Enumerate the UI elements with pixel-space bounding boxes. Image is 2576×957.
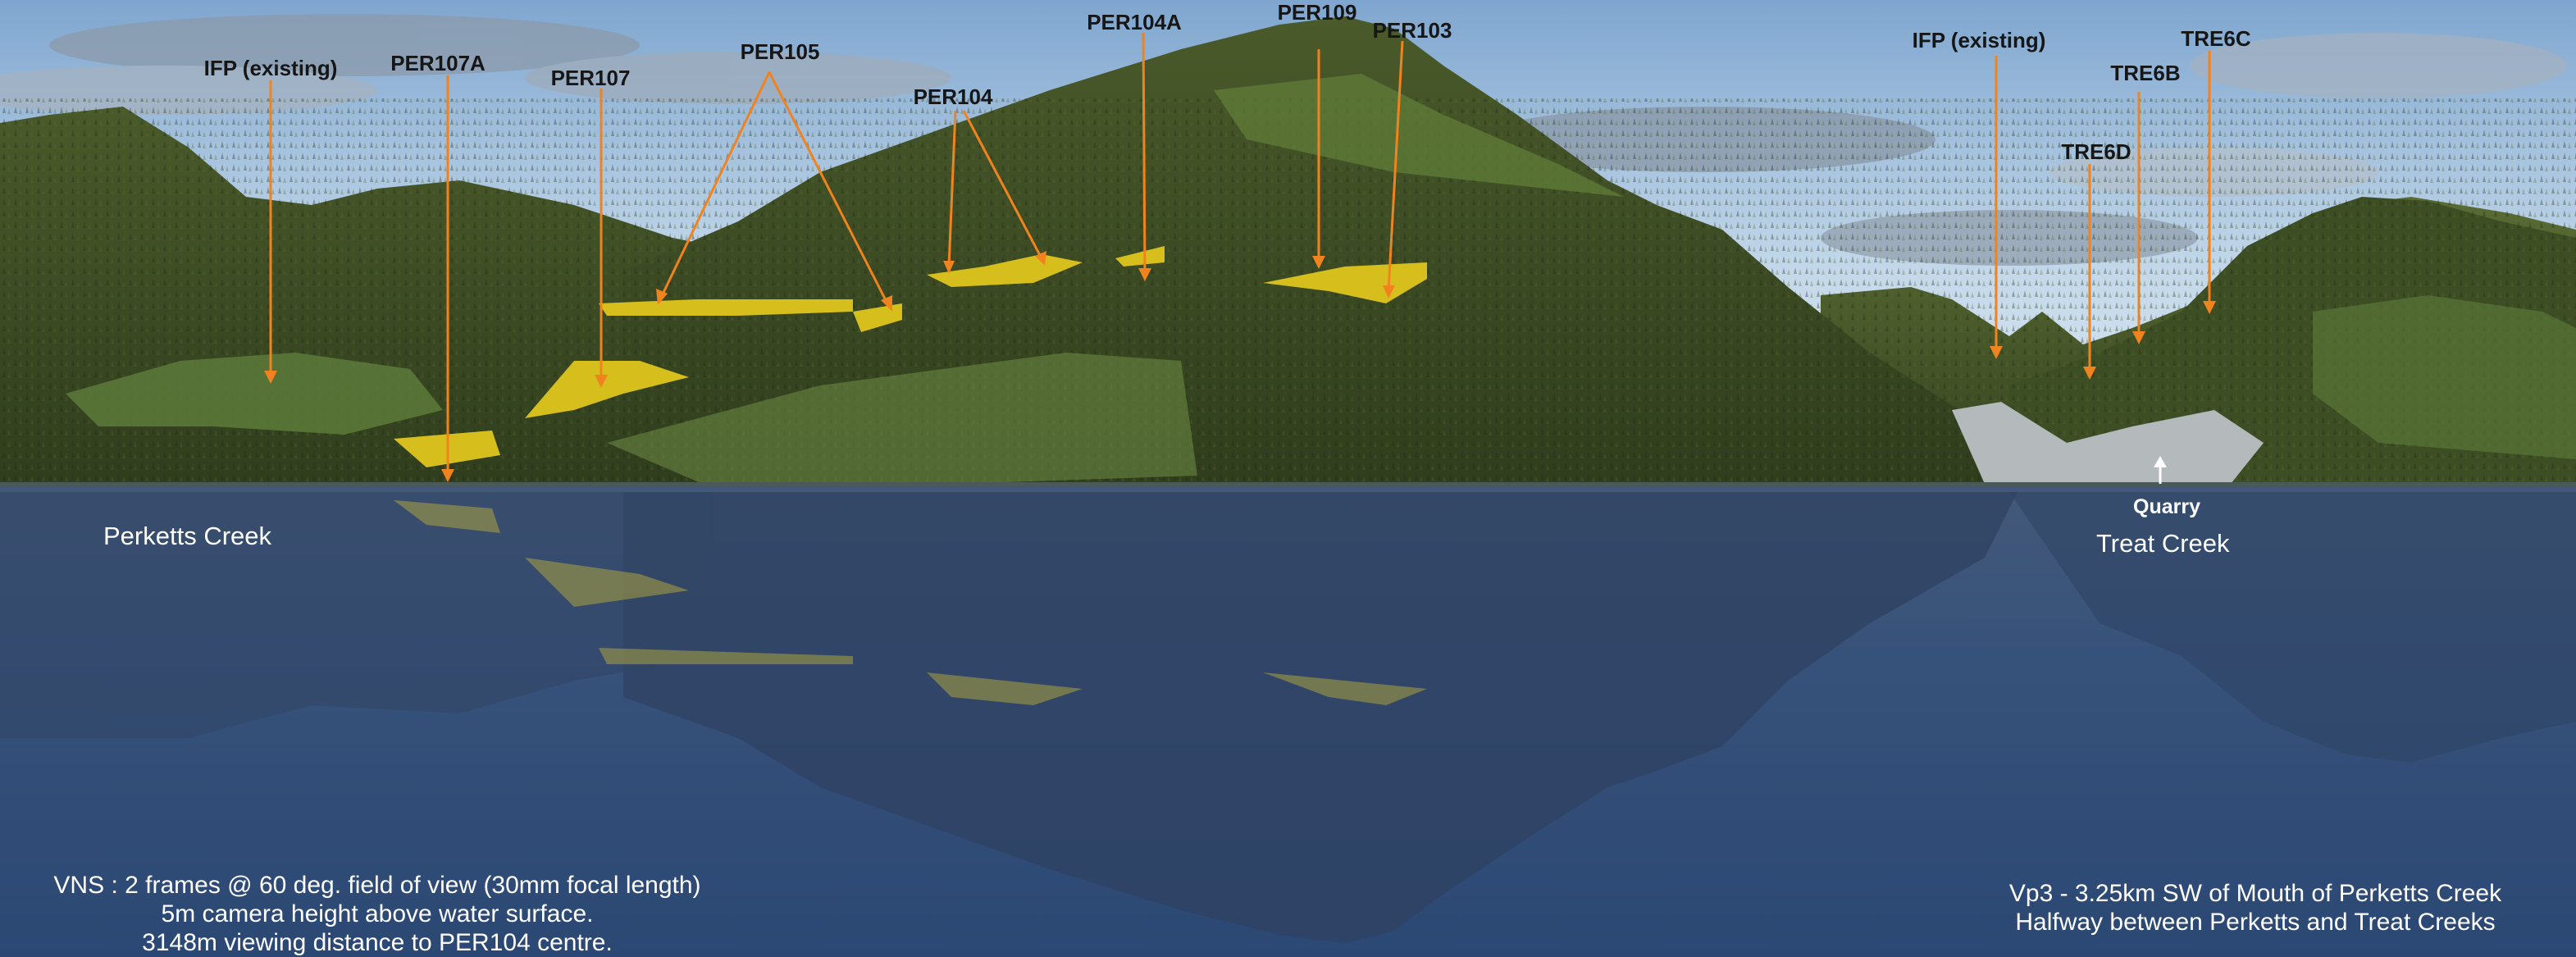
place-perketts-creek: Perketts Creek bbox=[103, 522, 272, 550]
arrow-per104-b bbox=[962, 110, 1043, 259]
area-per107 bbox=[525, 361, 689, 418]
marker-tre6b: TRE6B bbox=[2110, 61, 2181, 85]
reflection-highlights bbox=[394, 500, 1427, 705]
reflection-mountain-east bbox=[2009, 492, 2576, 763]
marker-per107: PER107 bbox=[550, 66, 631, 90]
meadow-upper bbox=[1214, 74, 1624, 197]
arrow-per103 bbox=[1387, 40, 1404, 292]
marker-ifp-existing-east: IFP (existing) bbox=[1912, 28, 2046, 52]
arrow-per104-a bbox=[947, 110, 957, 267]
meadow-middle bbox=[607, 353, 1197, 492]
caption-camera-line2: 5m camera height above water surface. bbox=[161, 900, 594, 927]
marker-per103: PER103 bbox=[1372, 18, 1452, 43]
arrow-per105-a bbox=[659, 71, 771, 300]
caption-camera-info: VNS : 2 frames @ 60 deg. field of view (… bbox=[25, 871, 730, 957]
marker-per104: PER104 bbox=[913, 84, 993, 109]
marker-ifp-existing-west: IFP (existing) bbox=[203, 56, 338, 80]
arrowheads bbox=[264, 251, 2216, 482]
marker-quarry: Quarry bbox=[2133, 495, 2200, 518]
marker-per104a: PER104A bbox=[1087, 10, 1182, 34]
marker-tre6d: TRE6D bbox=[2061, 139, 2131, 164]
caption-camera-line1: VNS : 2 frames @ 60 deg. field of view (… bbox=[53, 872, 701, 899]
marker-per105: PER105 bbox=[740, 39, 820, 64]
area-per105-b bbox=[853, 303, 902, 332]
caption-camera-line3: 3148m viewing distance to PER104 centre. bbox=[142, 929, 613, 956]
caption-viewpoint-line2: Halfway between Perketts and Treat Creek… bbox=[2015, 909, 2496, 936]
quarry-area bbox=[1952, 402, 2264, 484]
meadow-east bbox=[2313, 295, 2576, 459]
marker-per107a: PER107A bbox=[390, 51, 486, 75]
caption-viewpoint-line1: Vp3 - 3.25km SW of Mouth of Perketts Cre… bbox=[2008, 880, 2502, 907]
callout-arrows bbox=[269, 32, 2211, 476]
marker-per109: PER109 bbox=[1277, 0, 1357, 25]
area-per104a bbox=[1115, 246, 1165, 267]
area-per105-a bbox=[599, 299, 853, 316]
reflection-hill-west bbox=[0, 492, 714, 738]
caption-viewpoint-info: Vp3 - 3.25km SW of Mouth of Perketts Cre… bbox=[1968, 879, 2542, 936]
quarry-arrow bbox=[2154, 456, 2167, 484]
meadow-west bbox=[66, 353, 443, 435]
arrow-per104a bbox=[1142, 32, 1147, 276]
marker-tre6c: TRE6C bbox=[2181, 26, 2251, 51]
place-treat-creek: Treat Creek bbox=[2096, 529, 2230, 558]
area-per109-103 bbox=[1263, 262, 1427, 303]
arrow-per105-b bbox=[768, 71, 890, 306]
shoreline bbox=[0, 482, 2576, 487]
reflection-mountain bbox=[623, 492, 2017, 943]
